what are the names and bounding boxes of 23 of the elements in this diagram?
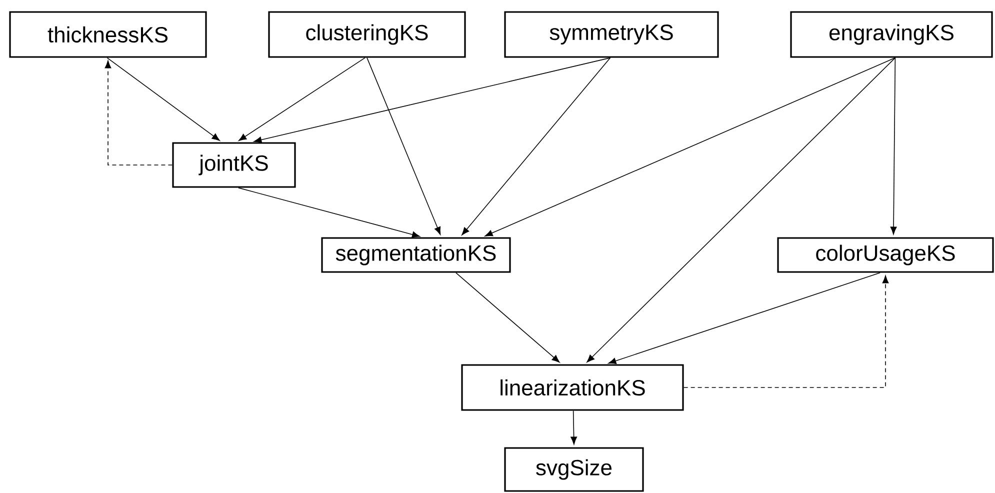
arrow — [238, 187, 420, 238]
arrow — [890, 57, 897, 235]
arrow — [484, 57, 896, 236]
arrow — [366, 57, 441, 235]
process-box: symmetryKS — [504, 11, 719, 58]
process-box: thicknessKS — [9, 11, 207, 58]
arrow — [462, 57, 611, 236]
arrow — [586, 57, 896, 362]
process-box: colorUsageKS — [777, 237, 994, 273]
process-box: jointKS — [172, 142, 296, 188]
process-box: segmentationKS — [321, 237, 511, 273]
process-box: clusteringKS — [268, 11, 466, 58]
arrow — [570, 410, 577, 445]
arrow — [106, 57, 220, 141]
arrow — [254, 57, 611, 144]
process-box: linearizationKS — [461, 364, 684, 411]
process-box: engravingKS — [790, 11, 993, 58]
arrow — [238, 57, 366, 141]
arrow — [608, 272, 880, 364]
process-box: svgSize — [504, 447, 644, 492]
arrow — [683, 276, 889, 388]
arrow — [104, 60, 173, 166]
arrow — [456, 272, 560, 363]
